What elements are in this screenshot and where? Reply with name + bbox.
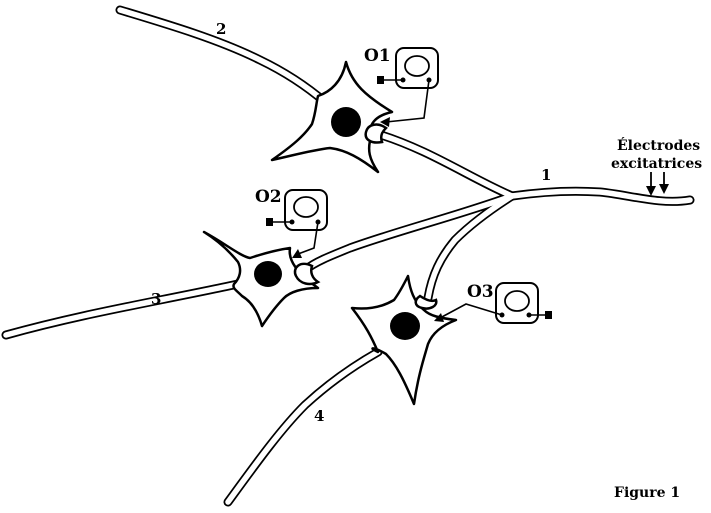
- fiber-1-trunk-inner: [509, 188, 693, 205]
- fiber-3-inner: [3, 281, 241, 338]
- oscilloscope-1-probe-wire: [385, 79, 430, 123]
- label-oscilloscope-3: O3: [467, 282, 494, 302]
- fiber-1-branch-lower-inner: [425, 193, 515, 301]
- oscilloscope-3-probe-tip: [434, 313, 444, 322]
- electrode-arrow-right-head: [659, 184, 669, 194]
- fiber-4-inner: [225, 349, 381, 505]
- exciting-electrodes: [646, 172, 669, 196]
- fiber-4: [223, 347, 383, 507]
- label-oscilloscope-1: O1: [364, 46, 391, 66]
- neuron-bottom-soma: [350, 274, 458, 406]
- neuron-bottom: [350, 274, 458, 406]
- synapses: [293, 123, 438, 310]
- synapse-middle: [293, 262, 321, 286]
- label-electrodes-line2: excitatrices: [611, 156, 702, 172]
- fiber-2-inner: [117, 7, 328, 105]
- label-neuron-3: 3: [151, 290, 161, 308]
- synapse-bottom: [414, 294, 438, 310]
- fiber-1-branch-middle-inner: [302, 193, 515, 273]
- oscilloscope-2: [266, 189, 328, 258]
- oscilloscope-1-ground-plug: [377, 76, 384, 84]
- neuron-middle-nucleus: [254, 261, 282, 287]
- neuron-bottom-nucleus: [390, 312, 420, 340]
- label-neuron-2: 2: [216, 20, 226, 38]
- fiber-1-branch-upper-inner: [375, 131, 515, 199]
- label-neuron-4: 4: [314, 407, 324, 425]
- oscilloscope-3-ground-plug: [545, 311, 552, 319]
- label-fiber-1: 1: [541, 166, 551, 184]
- oscilloscope-1-screen: [404, 55, 430, 77]
- synapse-top: [364, 123, 388, 144]
- oscilloscope-3-probe-wire: [439, 303, 503, 319]
- figure-caption: Figure 1: [614, 485, 680, 501]
- electrode-arrow-left-head: [646, 186, 656, 196]
- oscilloscope-3-screen: [504, 290, 530, 312]
- label-electrodes-line1: Électrodes: [617, 136, 700, 154]
- neuron-middle: [202, 230, 320, 328]
- neuron-top-nucleus: [331, 107, 361, 137]
- oscilloscope-2-ground-plug: [266, 218, 273, 226]
- labels: 1 2 3 4 O1 O2 O3 Électrodes excitatrices…: [151, 20, 702, 501]
- oscilloscope-1: [377, 47, 439, 127]
- neuron-top: [270, 60, 394, 174]
- oscilloscope-2-probe-tip: [292, 249, 302, 258]
- label-oscilloscope-2: O2: [255, 187, 282, 207]
- fibers: [1, 5, 695, 507]
- oscilloscope-2-probe-wire: [297, 221, 319, 255]
- oscilloscope-1-probe-tip: [380, 117, 390, 127]
- oscilloscope-3: [434, 282, 552, 324]
- oscilloscope-2-screen: [293, 196, 319, 218]
